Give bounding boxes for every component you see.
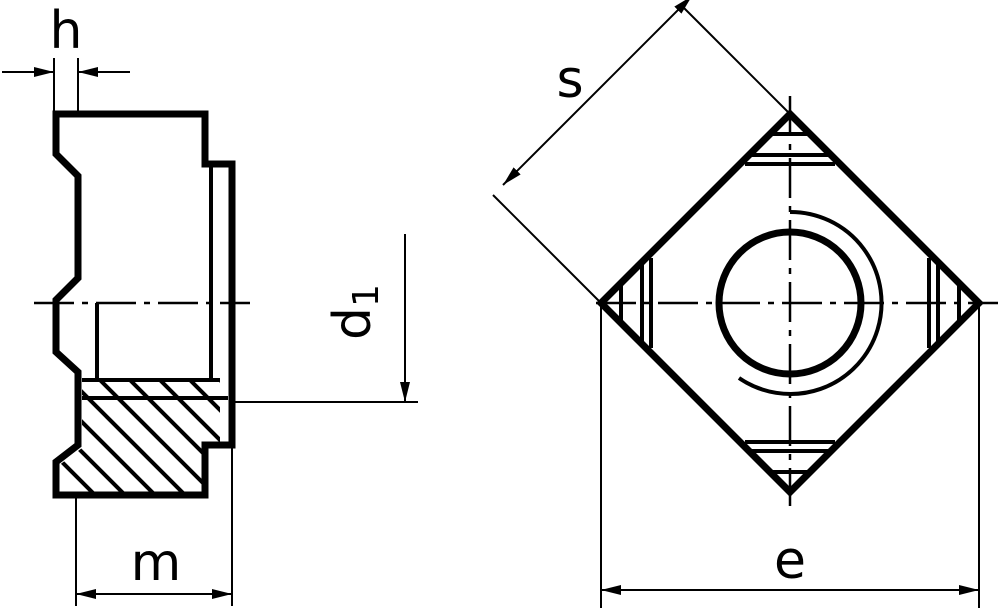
- m-dimension: m: [75, 445, 233, 606]
- front-view: s e: [492, 0, 998, 608]
- e-dimension: e: [600, 303, 980, 608]
- side-view: h m d1: [2, 1, 418, 606]
- h-label: h: [50, 1, 83, 61]
- thread-arc: [737, 209, 884, 396]
- d1-label-sub: 1: [346, 284, 387, 307]
- d1-label-main: d: [323, 307, 383, 340]
- s-dimension: s: [492, 0, 791, 304]
- s-label: s: [556, 50, 583, 110]
- d1-label: d1: [323, 284, 387, 340]
- d1-dimension: d1: [232, 234, 418, 403]
- m-label: m: [131, 533, 182, 593]
- h-dimension: h: [2, 1, 130, 114]
- nut-side-outline: [52, 110, 236, 499]
- e-label: e: [774, 531, 806, 591]
